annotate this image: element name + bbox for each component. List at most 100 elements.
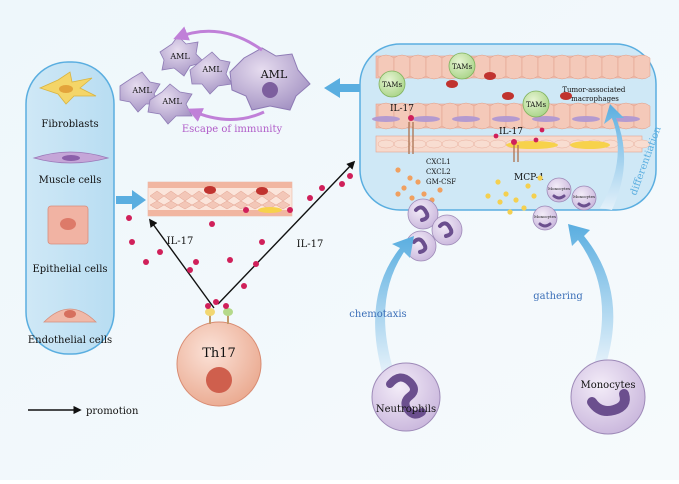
il17-dots — [126, 173, 353, 309]
vessel-to-aml-arrow — [324, 78, 364, 98]
muscle-cell-nucleus — [62, 155, 80, 161]
muscle-layer-cell — [532, 116, 560, 122]
cytokine-dot — [437, 187, 443, 193]
il17-dot — [539, 127, 545, 133]
vessel-cell-shape — [441, 102, 459, 130]
il17-label: IL-17 — [297, 239, 324, 250]
vessel-cell-shape — [377, 139, 395, 149]
muscle-layer-cell — [492, 116, 520, 122]
vessel-cell-shape — [505, 102, 523, 130]
il17-dot — [319, 185, 325, 191]
red-blood-cell-icon — [560, 92, 572, 100]
vessel-cell-shape — [521, 54, 539, 80]
il17-dot — [129, 239, 135, 245]
vessel-cell-shape — [425, 54, 443, 80]
cell-type-label: Endothelial cells — [28, 335, 112, 346]
il17-dot — [243, 207, 249, 213]
tam-cell-icon — [378, 70, 406, 98]
gathering-label: gathering — [533, 291, 583, 302]
vessel-cell-shape — [489, 139, 507, 149]
vessel-cell-shape — [585, 102, 603, 130]
cell-type-label: Fibroblasts — [41, 119, 98, 130]
vessel-cell-shape — [489, 102, 507, 130]
cytokine-dot — [421, 191, 427, 197]
aml-cell-label: AML — [161, 97, 182, 106]
vessel-cell-shape — [409, 54, 427, 80]
il17-dot — [205, 303, 211, 309]
differentiation-arrow — [600, 104, 625, 210]
mcp1-dot — [495, 179, 501, 185]
cytokine-dots — [395, 167, 443, 203]
stromal-cells-panel: Fibroblasts Muscle cells Epithelial cell… — [25, 61, 115, 355]
neutrophil-cluster — [405, 198, 463, 262]
mcp1-dot — [537, 175, 543, 181]
cytokine-label: CXCL1 — [426, 158, 451, 166]
vessel-cell-shape — [633, 139, 651, 149]
neutrophils-label: Neutrophils — [376, 404, 436, 415]
cytokine-dot — [395, 167, 401, 173]
escape-arrow-top — [173, 26, 263, 52]
il17-dot — [307, 195, 313, 201]
il17-receptor-icon — [513, 145, 519, 162]
vessel-cell-shape — [617, 54, 635, 80]
yellow-cell-icon — [570, 141, 610, 149]
mcp1-dot — [525, 183, 531, 189]
il17-receptor-icon — [408, 122, 414, 154]
vessel-cell-shape — [553, 54, 571, 80]
il17-dot — [157, 249, 163, 255]
mcp1-dot — [497, 199, 503, 205]
il17-dot — [533, 137, 539, 143]
mcp1-dot — [513, 197, 519, 203]
aml-cell-label: AML — [169, 52, 190, 61]
vessel-cell-shape — [537, 54, 555, 80]
small-vessel — [147, 181, 293, 217]
vessel-cell-shape — [473, 139, 491, 149]
chemotaxis-arrow — [375, 236, 414, 372]
il17-dot — [126, 215, 132, 221]
mcp1-dot — [503, 191, 509, 197]
aml-cell-label: AML — [131, 86, 152, 95]
yellow-cell-icon — [506, 141, 558, 149]
tam-label: TAMs — [452, 63, 473, 71]
il17-dot — [193, 259, 199, 265]
monocyte-large: Monocytes — [570, 359, 646, 435]
vessel-cell-shape — [601, 54, 619, 80]
il17-dot — [143, 259, 149, 265]
mcp1-label: MCP-1 — [514, 173, 544, 183]
vessel-cell-shape — [553, 102, 571, 130]
red-blood-cell-icon — [204, 186, 216, 194]
monocyte-small-label: Monocytes — [573, 194, 595, 199]
cytokine-label: GM-CSF — [426, 178, 456, 186]
il17-label: IL-17 — [390, 104, 414, 114]
th17-label: Th17 — [202, 346, 236, 361]
mcp1-dot — [521, 205, 527, 211]
il17-label: IL-17 — [499, 127, 523, 137]
mcp1-dot — [507, 209, 513, 215]
cytokine-dot — [395, 191, 401, 197]
endothelial-cell-nucleus — [64, 310, 76, 318]
epithelial-cell-nucleus — [60, 218, 76, 230]
il17-dot — [187, 267, 193, 273]
monocyte-small-label: Monocytes — [548, 186, 570, 191]
cytokine-label: CXCL2 — [426, 168, 451, 176]
tam-full-label: Tumor-associated macrophages — [562, 86, 627, 103]
il17-dot — [253, 261, 259, 267]
escape-immunity-label: Escape of immunity — [182, 124, 283, 135]
vessel-cell-shape — [441, 139, 459, 149]
vessel-cell-shape — [585, 54, 603, 80]
vessel-cell-shape — [457, 139, 475, 149]
vessel-cell-shape — [505, 54, 523, 80]
vessel-cell-shape — [473, 102, 491, 130]
mcp1-dot — [485, 193, 491, 199]
fibroblast-nucleus — [59, 85, 73, 93]
il17-dot — [511, 139, 517, 145]
th17-to-vessel-arrow — [149, 218, 215, 309]
red-blood-cell-icon — [502, 92, 514, 100]
il17-dot — [259, 239, 265, 245]
cytokine-dot — [401, 185, 407, 191]
aml-main-label: AML — [260, 68, 288, 81]
aml-cluster: AML AML AML AML AML — [119, 35, 311, 125]
legend: promotion — [28, 405, 139, 417]
